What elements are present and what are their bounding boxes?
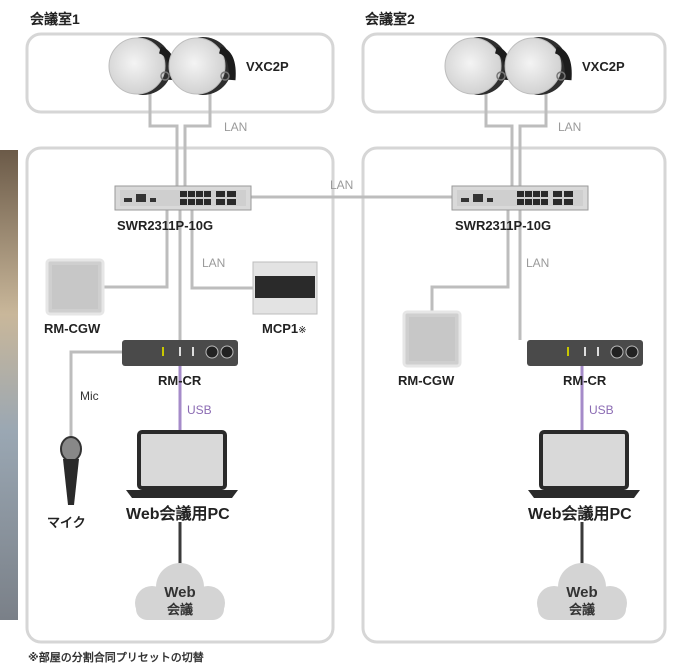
laptop-icon [126, 430, 238, 498]
laptop-icon [528, 430, 640, 498]
cloud-icon [537, 563, 627, 620]
footnote: ※部屋の分割合同プリセットの切替 [28, 652, 204, 664]
background-photo [0, 150, 18, 620]
room1-speaker-link-b [183, 90, 212, 186]
ceiling-speaker-icon [108, 37, 176, 95]
mic-link [69, 350, 122, 438]
audio-processor-icon [122, 340, 238, 366]
room2-rmcr-label: RM-CR [563, 373, 607, 388]
network-switch-icon [114, 185, 252, 211]
mic-link-label: Mic [80, 389, 99, 403]
mcp-label-text: MCP1 [262, 321, 299, 336]
room1-lan-speakers: LAN [224, 120, 248, 134]
ceiling-speaker-icon [168, 37, 236, 95]
mcp-label: MCP1※ [262, 321, 307, 336]
room2-speaker-link-b [518, 90, 548, 186]
audio-processor-icon [527, 340, 643, 366]
room1-frame [25, 146, 335, 644]
room2-speaker-link-a [484, 90, 514, 186]
room1-pc-label: Web会議用PC [126, 506, 230, 523]
room2-lan-speakers: LAN [558, 120, 582, 134]
room2-rmcgw-link [430, 210, 510, 312]
room1-cloud-line2: 会議 [166, 602, 193, 617]
room2-rmcgw-label: RM-CGW [398, 373, 455, 388]
room1-speaker-frame [25, 32, 335, 114]
microphone-icon [60, 436, 82, 505]
ceiling-speaker-icon [504, 37, 572, 95]
ceiling-speaker-icon [444, 37, 512, 95]
room1-title: 会議室1 [30, 11, 80, 27]
room2-switch-label: SWR2311P-10G [455, 218, 552, 233]
cloud-icon [135, 563, 225, 620]
room1-usb-label: USB [187, 403, 212, 417]
room1-rmcr-label: RM-CR [158, 373, 202, 388]
room1-lan-mcp: LAN [202, 256, 226, 270]
room2-speaker-frame [361, 32, 667, 114]
gateway-icon [402, 310, 462, 368]
gateway-icon [45, 258, 105, 316]
room2-usb-label: USB [589, 403, 614, 417]
room1-rmcgw-label: RM-CGW [44, 321, 101, 336]
room1-switch-label: SWR2311P-10G [117, 218, 214, 233]
room1-speaker-label: VXC2P [246, 59, 289, 74]
mic-label: マイク [47, 515, 86, 530]
room2-lan-rmcgw: LAN [526, 256, 550, 270]
room2-speaker-label: VXC2P [582, 59, 625, 74]
room2-frame [361, 146, 667, 644]
room1-mcp-link [190, 210, 255, 290]
network-switch-icon [451, 185, 589, 211]
room2-cloud-line1: Web [566, 584, 598, 601]
room2-cloud-line2: 会議 [568, 602, 595, 617]
inter-switch-lan-label: LAN [330, 178, 354, 192]
mcp-footnote-mark: ※ [298, 325, 307, 336]
control-panel-icon [252, 261, 318, 315]
room1-speaker-link-a [148, 90, 179, 186]
room2-pc-label: Web会議用PC [528, 506, 632, 523]
room1-cloud-line1: Web [164, 584, 196, 601]
room2-title: 会議室2 [365, 11, 415, 27]
room1-rmcgw-link [103, 210, 169, 289]
